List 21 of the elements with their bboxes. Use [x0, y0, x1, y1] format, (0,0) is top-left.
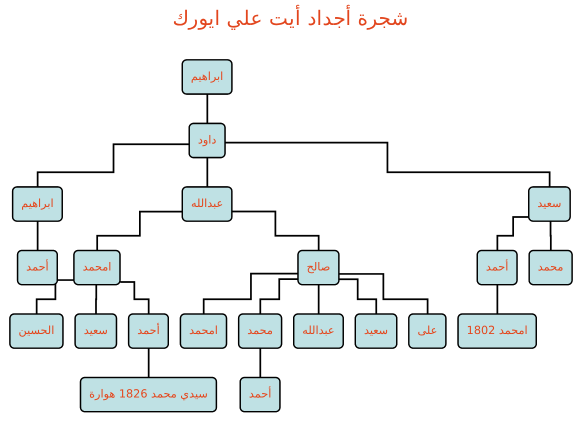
connector: [232, 210, 320, 252]
connector: [147, 348, 150, 380]
connector: [224, 142, 550, 188]
connector: [36, 220, 38, 252]
connector: [317, 284, 320, 316]
connector: [202, 272, 298, 316]
connector: [338, 278, 377, 316]
diagram-title: شجرة أجداد أيت علي ايورك: [172, 6, 409, 30]
connector: [549, 220, 552, 252]
connector: [36, 144, 190, 188]
connector: [258, 348, 261, 380]
connector: [206, 157, 208, 188]
connector: [258, 278, 298, 316]
connector: [94, 284, 98, 316]
connector: [496, 216, 529, 252]
connector: [120, 281, 150, 316]
connector: [96, 210, 182, 252]
connector: [35, 279, 74, 316]
connector: [338, 273, 428, 316]
connector: [496, 284, 498, 316]
connector: [206, 94, 208, 125]
